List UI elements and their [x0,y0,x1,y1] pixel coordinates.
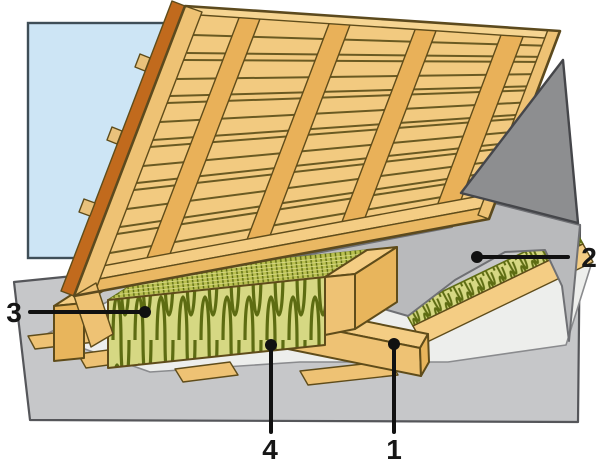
tile-batten-tabs [78,53,151,217]
callout-1: 1 [386,338,402,463]
callout-2: 2 [471,242,597,273]
leader-dot-2 [471,251,483,263]
beam-end [419,333,430,377]
frame-right-face [324,273,356,336]
leader-dot-4 [265,339,277,351]
label-1: 1 [386,434,402,463]
frame-left-face [53,302,85,362]
label-2: 2 [581,242,597,273]
gable-fascia-end [73,282,114,348]
membrane-fold [459,58,580,225]
label-4: 4 [262,434,278,463]
right-rafter-assembly [403,227,594,345]
roof-outline [72,4,562,298]
frame-right-side [354,246,398,330]
leader-dot-1 [388,338,400,350]
floor-batten [174,361,239,383]
leader-dot-3 [139,306,151,318]
callout-3: 3 [6,297,151,328]
label-3: 3 [6,297,22,328]
callout-4: 4 [262,339,278,463]
